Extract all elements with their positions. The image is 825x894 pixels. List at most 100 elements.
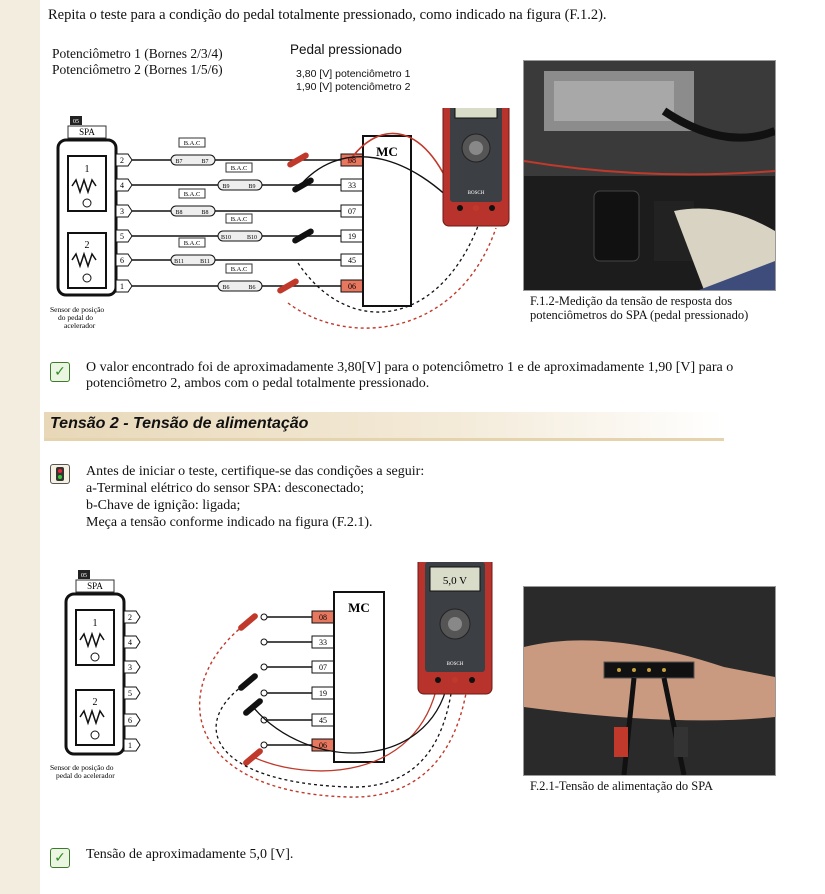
bac-pin-left: B7 xyxy=(175,159,182,165)
spa-code-tag xyxy=(70,116,82,125)
probe-tip xyxy=(292,228,314,244)
spa-pin-label: 3 xyxy=(120,207,124,216)
pedal-value-1: 3,80 [V] potenciômetro 1 xyxy=(296,68,411,80)
potentiometer-2-label: Potenciômetro 2 (Bornes 1/5/6) xyxy=(52,62,223,77)
pedal-pressed-values: 3,80 [V] potenciômetro 1 1,90 [V] potenc… xyxy=(296,68,410,94)
bac-pin-left: B8 xyxy=(175,210,182,216)
result-2-text: Tensão de aproximadamente 5,0 [V]. xyxy=(86,847,294,862)
bac-pin-right: B10 xyxy=(247,235,257,241)
bac-pin-right: B9 xyxy=(248,184,255,190)
bac-label: B.A.C xyxy=(184,140,201,147)
bac-connector xyxy=(170,205,216,217)
bac-pin-right: B6 xyxy=(248,285,255,291)
svg-text:1: 1 xyxy=(93,618,98,629)
caption-f21: F.2.1-Tensão de alimentação do SPA xyxy=(530,779,714,793)
mc-pin-label: 07 xyxy=(319,663,327,672)
mc-pin-label: 33 xyxy=(348,181,356,190)
spa-pin-label: 2 xyxy=(120,156,124,165)
bac-pin-left: B11 xyxy=(174,259,184,265)
spa-pin-label: 2 xyxy=(128,613,132,622)
wiring-diagram-1: 05 SPA 1 2 Sensor de posição do pedal do… xyxy=(50,108,510,330)
open-terminal xyxy=(260,716,268,724)
before-test-c: Meça a tensão conforme indicado na figur… xyxy=(86,515,373,530)
bac-pin-left: B9 xyxy=(222,184,229,190)
before-test-a: a-Terminal elétrico do sensor SPA: desco… xyxy=(86,481,365,496)
mc-module-2 xyxy=(333,591,385,763)
bac-label: B.A.C xyxy=(231,216,248,223)
svg-text:pedal do acelerador: pedal do acelerador xyxy=(56,771,115,780)
spa-code: 05 xyxy=(73,119,79,125)
mc-pin-label: 33 xyxy=(319,638,327,647)
svg-text:do pedal do: do pedal do xyxy=(58,313,93,322)
spa-pin xyxy=(123,738,141,752)
bac-pin-left: B6 xyxy=(222,285,229,291)
mc-pin-label: 06 xyxy=(319,741,327,750)
section-header-bar xyxy=(44,412,724,441)
bac-connector xyxy=(217,179,263,191)
potentiometer-1-label: Potenciômetro 1 (Bornes 2/3/4) xyxy=(52,46,223,61)
spa-pin-label: 1 xyxy=(128,741,132,750)
mc-pin-label: 19 xyxy=(319,689,327,698)
spa-pin xyxy=(123,610,141,624)
meter-brand-2: BOSCH xyxy=(447,662,464,667)
meter-brand: BOSCH xyxy=(468,191,485,196)
spa-pin xyxy=(115,279,133,293)
meter-reading-2: 5,0 V xyxy=(443,575,467,587)
spa-pin-label: 5 xyxy=(120,232,124,241)
spa-pin-label: 6 xyxy=(128,716,132,725)
bac-connector xyxy=(170,154,216,166)
sensor-label-1: Sensor de posição xyxy=(50,305,104,314)
spa-pin-label: 4 xyxy=(120,181,124,190)
before-test-b: b-Chave de ignição: ligada; xyxy=(86,498,241,513)
before-test-list: Antes de iniciar o teste, certifique-se … xyxy=(86,463,424,531)
spa-pin-label: 4 xyxy=(128,638,132,647)
spa-pin-label: 1 xyxy=(120,282,124,291)
mc-pin-label: 08 xyxy=(348,156,356,165)
bac-pin-left: B10 xyxy=(221,235,231,241)
bac-label: B.A.C xyxy=(184,191,201,198)
open-terminal xyxy=(260,741,268,749)
open-terminal xyxy=(260,613,268,621)
caption-f12: F.1.2-Medição da tensão de resposta dos … xyxy=(530,294,749,322)
spa-pin xyxy=(115,153,133,167)
probe-tip xyxy=(292,177,314,193)
spa-pin-label: 6 xyxy=(120,256,124,265)
spa-pin xyxy=(123,660,141,674)
probe-tip xyxy=(277,278,299,294)
spa-pin xyxy=(115,253,133,267)
intro-text: Repita o teste para a condição do pedal … xyxy=(48,7,607,23)
svg-text:2: 2 xyxy=(93,697,98,708)
before-test-intro: Antes de iniciar o teste, certifique-se … xyxy=(86,464,425,479)
spa-pin-label: 5 xyxy=(128,689,132,698)
spa-pin xyxy=(115,229,133,243)
spa-pin xyxy=(115,204,133,218)
mc-pin-label: 19 xyxy=(348,232,356,241)
bac-connector xyxy=(217,280,263,292)
section-2-title: Tensão 2 - Tensão de alimentação xyxy=(50,415,309,432)
spa-pin xyxy=(115,178,133,192)
bac-pin-right: B11 xyxy=(200,259,210,265)
wiring-diagram-2: 05 SPA 1 2 Sensor de posição do pedal do… xyxy=(50,562,493,798)
spa-pin xyxy=(123,713,141,727)
mc-pin-label: 07 xyxy=(348,207,356,216)
bac-label: B.A.C xyxy=(184,240,201,247)
mc-label-2: MC xyxy=(348,600,370,615)
bac-connector xyxy=(217,230,263,242)
photo-supply-voltage xyxy=(523,586,776,776)
spa-label-2: SPA xyxy=(87,581,103,591)
svg-text:1: 1 xyxy=(85,164,90,175)
mc-pin-label: 45 xyxy=(348,256,356,265)
pedal-pressed-title: Pedal pressionado xyxy=(290,42,402,57)
checkmark-icon: ✓ xyxy=(50,362,70,382)
mc-pin-label: 08 xyxy=(319,613,327,622)
pedal-value-2: 1,90 [V] potenciômetro 2 xyxy=(296,81,411,93)
bac-label: B.A.C xyxy=(231,266,248,273)
bac-label: B.A.C xyxy=(231,165,248,172)
bac-connector xyxy=(170,254,216,266)
open-terminal xyxy=(260,689,268,697)
multimeter-2: 5,0 V BOSCH xyxy=(417,562,493,695)
result-1-text: O valor encontrado foi de aproximadament… xyxy=(86,360,734,391)
bac-pin-right: B7 xyxy=(201,159,208,165)
checkmark-icon-2: ✓ xyxy=(50,848,70,868)
svg-text:acelerador: acelerador xyxy=(64,321,96,330)
